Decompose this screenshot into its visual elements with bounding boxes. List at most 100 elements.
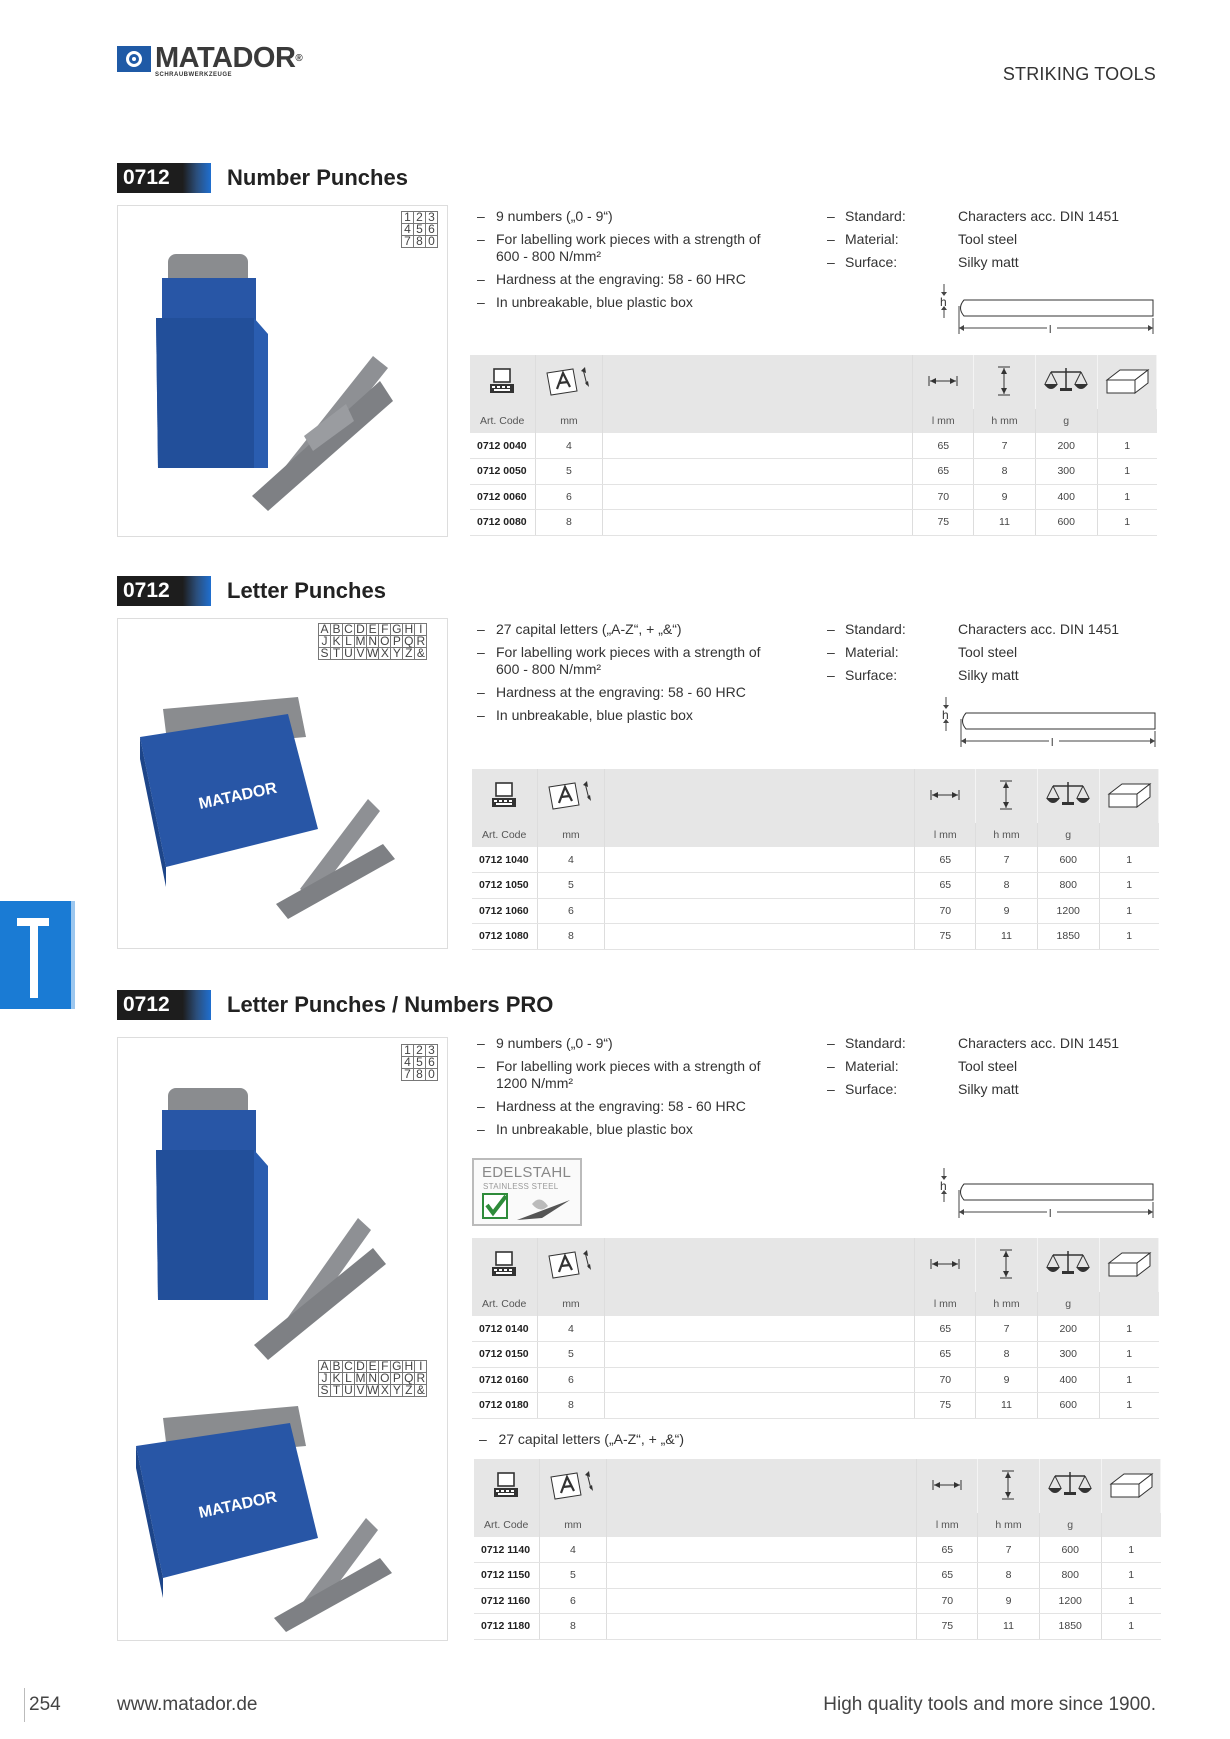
spec-key: Surface:	[827, 254, 958, 277]
punch-dimension-drawing: h l	[940, 284, 1154, 334]
section-code: 0712	[117, 576, 211, 606]
char-cell: W	[365, 1383, 380, 1397]
table-cell: 11	[975, 923, 1038, 950]
punch-dimension-drawing: h l	[942, 697, 1156, 747]
table-cell: 1	[1099, 1392, 1159, 1419]
table-cell: 65	[912, 458, 975, 485]
table-cell: 11	[975, 1392, 1038, 1419]
char-cell: 8	[413, 1068, 426, 1081]
char-cell: W	[365, 646, 380, 660]
table-cell: 1	[1101, 1562, 1161, 1589]
feature-item: In unbreakable, blue plastic box	[477, 707, 782, 724]
feature-item: Hardness at the engraving: 58 - 60 HRC	[477, 684, 782, 701]
table-cell	[602, 433, 914, 459]
table-cell: 75	[914, 1392, 977, 1419]
feature-item: For labelling work pieces with a strengt…	[477, 1058, 782, 1092]
feature-item: Hardness at the engraving: 58 - 60 HRC	[477, 1098, 782, 1115]
badge-line1: EDELSTAHL	[482, 1164, 572, 1181]
table-cell	[602, 458, 914, 485]
table-cell: 70	[916, 1588, 979, 1614]
spec-key: Material:	[827, 231, 958, 254]
table-cell: 1	[1099, 1316, 1159, 1342]
char-cell: 3	[425, 211, 438, 224]
section-title: Letter Punches / Numbers PRO	[227, 992, 554, 1017]
table-cell: 1	[1099, 1341, 1159, 1368]
character-size-icon	[537, 769, 606, 823]
table-cell: 1	[1101, 1613, 1161, 1640]
table-cell	[606, 1613, 918, 1640]
column-header: mm	[537, 1292, 606, 1316]
page-category: STRIKING TOOLS	[1002, 64, 1156, 84]
spec-list: Standard:Characters acc. DIN 1451 Materi…	[827, 208, 1157, 277]
table-cell: 7	[977, 1537, 1040, 1563]
logo-brand: MATADOR	[155, 42, 296, 74]
character-size-icon	[539, 1459, 608, 1513]
column-header: g	[1039, 1513, 1102, 1537]
spec-value: Tool steel	[958, 231, 1018, 247]
section-number-punches: 0712 Number Punches	[117, 163, 1157, 193]
table-cell: 1	[1097, 484, 1157, 510]
table-cell: 6	[537, 898, 606, 924]
column-header: Art. Code	[474, 1513, 540, 1537]
table-cell: 7	[973, 433, 1036, 459]
table-cell: 11	[977, 1613, 1040, 1640]
spec-value: Characters acc. DIN 1451	[958, 621, 1120, 637]
section-code: 0712	[117, 163, 211, 193]
page-number: 254	[29, 1694, 61, 1715]
table-cell: 300	[1035, 458, 1098, 485]
column-header: Art. Code	[470, 409, 536, 433]
table-cell	[604, 898, 916, 924]
article-code: 0712 1060	[472, 898, 538, 924]
column-header	[604, 1292, 916, 1316]
packaging-icon	[1101, 1459, 1162, 1513]
article-code: 0712 0140	[472, 1316, 538, 1342]
feature-item: For labelling work pieces with a strengt…	[477, 644, 782, 678]
table-cell: 6	[537, 1367, 606, 1393]
table-cell: 8	[975, 1341, 1038, 1368]
feature-item: In unbreakable, blue plastic box	[477, 294, 782, 311]
table-cell: 11	[973, 509, 1036, 536]
column-header: Art. Code	[472, 1292, 538, 1316]
table-cell: 70	[912, 484, 975, 510]
pro-punch-sets-illustration: MATADOR	[136, 1088, 392, 1632]
spec-key: Standard:	[827, 208, 958, 231]
footer-url[interactable]: www.matador.de	[117, 1694, 258, 1715]
column-header	[602, 409, 914, 433]
hammer-icon	[17, 918, 49, 998]
article-code: 0712 1050	[472, 872, 538, 899]
char-cell: Y	[390, 646, 404, 660]
table-cell	[604, 1316, 916, 1342]
spec-key: Material:	[827, 1058, 958, 1081]
table-cell: 5	[537, 872, 606, 899]
feature-item: – 27 capital letters („A-Z“, + „&“)	[479, 1431, 685, 1447]
char-cell: 7	[401, 235, 414, 248]
column-header	[1101, 1513, 1161, 1537]
table-cell: 1	[1099, 872, 1159, 899]
weight-icon	[1035, 355, 1098, 409]
table-cell: 9	[973, 484, 1036, 510]
char-cell: 0	[425, 1068, 438, 1081]
column-header: h mm	[975, 823, 1038, 847]
table-cell: 8	[535, 509, 604, 536]
spec-value: Silky matt	[958, 254, 1019, 270]
spec-key: Standard:	[827, 621, 958, 644]
table-cell	[606, 1588, 918, 1614]
table-cell: 200	[1035, 433, 1098, 459]
checkmark-icon	[482, 1193, 570, 1220]
feature-list: 9 numbers („0 - 9“) For labelling work p…	[477, 1035, 782, 1144]
char-cell: V	[354, 646, 367, 660]
packaging-icon	[1097, 355, 1158, 409]
table-cell: 1	[1099, 1367, 1159, 1393]
table-cell: 1850	[1037, 923, 1100, 950]
character-size-icon	[537, 1238, 606, 1292]
table-cell	[604, 847, 916, 873]
table-cell: 4	[539, 1537, 608, 1563]
